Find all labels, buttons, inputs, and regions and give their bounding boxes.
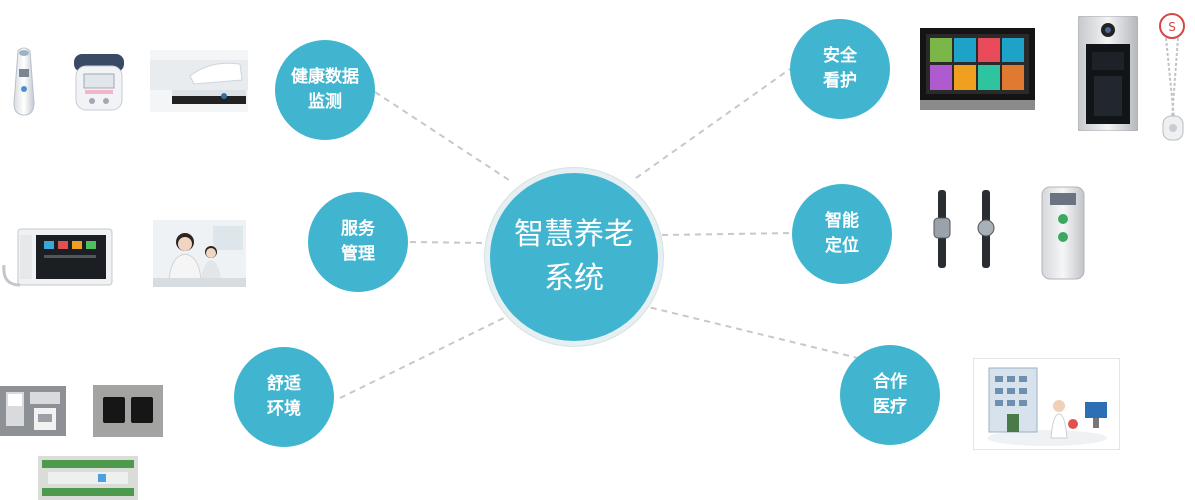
center-title-line2: 系统 (544, 261, 604, 296)
wall-locator-icon (1041, 186, 1085, 280)
node-comfort-environment: 舒适 环境 (234, 347, 334, 447)
node-label-line1: 智能 (825, 211, 859, 231)
node-service-management: 服务 管理 (308, 192, 408, 292)
node-smart-location: 智能 定位 (792, 184, 892, 284)
node-label-line2: 定位 (825, 236, 859, 256)
door-intercom-icon (1078, 16, 1138, 131)
hospital-telemedicine-icon (973, 358, 1120, 450)
center-node: 智慧养老 系统 (485, 168, 663, 346)
blood-pressure-monitor-icon (74, 54, 124, 111)
node-label-line1: 健康数据 (291, 67, 359, 87)
node-safety-care: 安全 看护 (790, 19, 890, 119)
touchscreen-panel-icon (920, 28, 1035, 110)
node-label-line2: 监测 (308, 92, 342, 112)
smart-panel-terminal-icon (2, 228, 113, 287)
control-panel-icon (0, 386, 66, 436)
wall-switch-icon (93, 385, 163, 437)
connector-safety (635, 68, 791, 179)
node-partner-medical: 合作 医疗 (840, 345, 940, 445)
node-label-line2: 医疗 (873, 397, 907, 417)
connector-health (374, 91, 513, 183)
node-health-monitoring: 健康数据 监测 (275, 40, 375, 140)
din-rail-controller-icon (38, 456, 138, 500)
wristband-locator-icon (933, 190, 995, 268)
center-title-line1: 智慧养老 (514, 217, 634, 252)
svg-text:S: S (1168, 20, 1176, 34)
call-center-staff-icon (153, 220, 246, 287)
node-label-line1: 服务 (341, 219, 375, 239)
node-label-line1: 安全 (823, 46, 857, 66)
emergency-pendant-icon: S (1159, 13, 1185, 141)
node-label-line2: 管理 (341, 244, 375, 264)
node-label-line1: 舒适 (267, 374, 301, 394)
ear-thermometer-icon (13, 47, 35, 116)
node-label-line2: 环境 (267, 399, 301, 419)
connector-medical (639, 304, 859, 359)
connector-service (409, 241, 489, 244)
node-label-line2: 看护 (823, 71, 857, 91)
hospital-bed-icon (150, 50, 248, 112)
connector-location (661, 232, 796, 236)
connector-comfort (339, 312, 515, 399)
node-label-line1: 合作 (873, 372, 907, 392)
